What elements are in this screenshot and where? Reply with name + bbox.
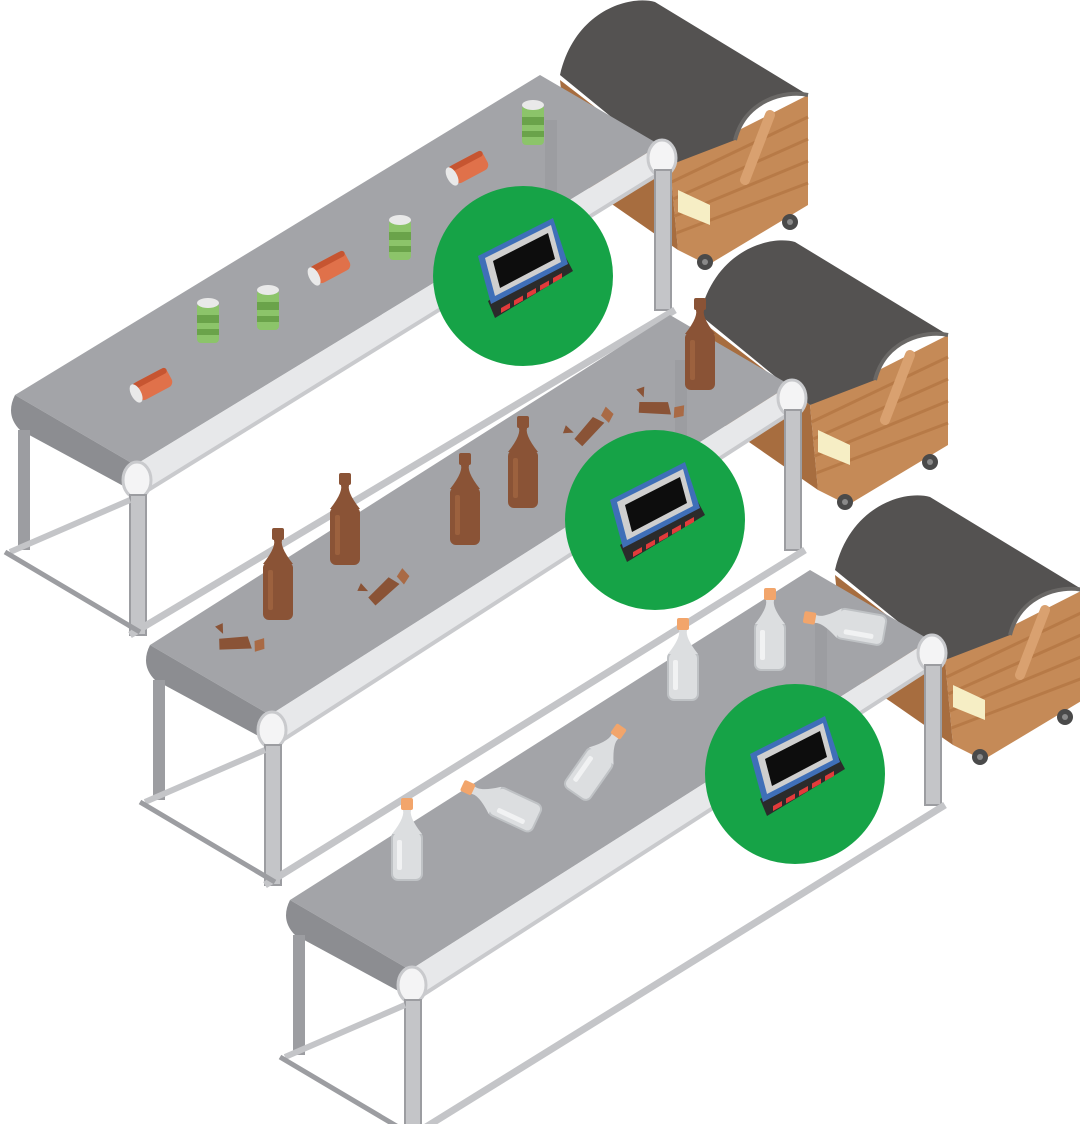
scanner-button (501, 303, 510, 313)
bin-label-plate (818, 430, 850, 465)
scanner-button (812, 778, 821, 789)
belt-side-skirt (11, 395, 140, 495)
bin-label-plate (953, 685, 985, 720)
scanner-button (786, 793, 795, 804)
bin-handle (740, 110, 775, 185)
bottle (802, 607, 888, 646)
bottle (754, 588, 786, 671)
bin-handle (880, 350, 915, 425)
bottle (508, 416, 538, 508)
can-red (307, 250, 351, 286)
bin-handle (1015, 605, 1050, 680)
bottle (450, 453, 480, 545)
bottle (330, 473, 360, 565)
scanner-screen (625, 477, 687, 532)
scanner-badge-1 (433, 186, 613, 366)
scanner-button (553, 273, 562, 283)
scanner-button (672, 524, 681, 535)
bottle (263, 528, 293, 620)
scanner-badge-2 (565, 430, 745, 610)
roller-end (121, 460, 153, 500)
bottle (391, 798, 423, 881)
conveyor-leg (404, 999, 422, 1124)
scanner-button (540, 280, 549, 291)
scanner-badge-3 (705, 684, 885, 864)
scanner-icon (610, 462, 705, 562)
broken-bottle (636, 386, 685, 419)
can-red (129, 367, 173, 403)
conveyor-legs (3, 120, 677, 639)
floor-rail (263, 547, 807, 888)
floor-rail (8, 497, 132, 555)
can-red (445, 150, 489, 186)
bin-lid (700, 240, 948, 405)
can-green (257, 285, 279, 330)
broken-bottle (357, 568, 410, 606)
floor-rail (283, 1002, 407, 1060)
conveyor-leg (18, 430, 30, 550)
conveyor-legs (138, 360, 807, 888)
items-conveyor-1 (129, 100, 544, 403)
items-conveyor-3 (391, 588, 888, 881)
scene-root (3, 0, 1080, 1124)
conveyor-legs (278, 615, 947, 1124)
scanner-button (685, 517, 694, 527)
scanner-button (773, 801, 782, 811)
scanner-button (799, 786, 808, 796)
conveyor-leg (264, 744, 282, 886)
bottle (563, 723, 627, 801)
broken-bottle (562, 406, 614, 447)
scanner-icon (478, 218, 573, 318)
scanner-button (633, 547, 642, 557)
conveyor-leg (784, 409, 802, 551)
roller-end (256, 710, 288, 750)
conveyor-leg (924, 664, 942, 806)
can-green (197, 298, 219, 343)
roller-end (396, 965, 428, 1005)
scanner-button (825, 771, 834, 781)
bottle (685, 298, 715, 390)
scanner-button (527, 288, 536, 298)
scanner-screen (493, 233, 555, 288)
scanner-button (514, 295, 523, 306)
bottle (667, 618, 699, 701)
floor-rail (143, 747, 267, 805)
floor-rail (128, 306, 677, 639)
can-green (522, 100, 544, 145)
bin-label-plate (678, 190, 710, 225)
scanner-button (659, 532, 668, 542)
belt-side-skirt (146, 645, 275, 745)
conveyor-leg (129, 494, 147, 636)
items-conveyor-2 (215, 298, 715, 652)
bottle (460, 780, 543, 833)
belt-side-skirt (286, 900, 415, 1000)
conveyor-leg (654, 169, 672, 311)
bin-lid (835, 495, 1080, 660)
conveyor-leg (293, 935, 305, 1055)
scanner-screen (765, 731, 827, 786)
scanner-icon (750, 716, 845, 816)
can-green (389, 215, 411, 260)
floor-rail (424, 802, 947, 1124)
scanner-button (646, 539, 655, 550)
conveyor-leg (153, 680, 165, 800)
broken-bottle (215, 623, 265, 652)
